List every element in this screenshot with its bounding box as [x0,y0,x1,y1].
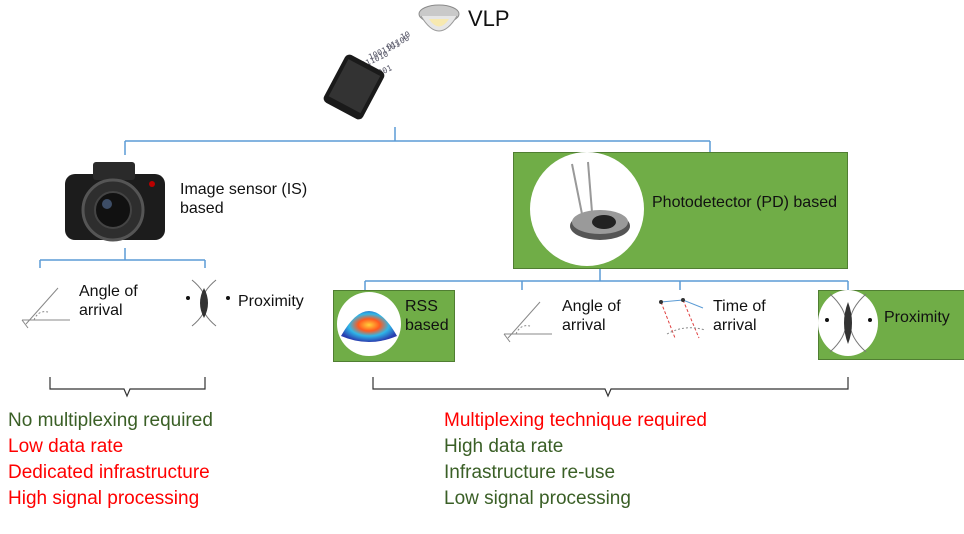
pd-method-aoa-label: Angle of arrival [562,298,621,334]
svg-text:10: 10 [399,30,412,42]
pd-connector [364,268,849,290]
pd-property-item: Infrastructure re-use [444,462,616,483]
photodiode-icon [530,152,645,267]
pd-brace [372,377,849,398]
pd-properties-list: Multiplexing technique required High dat… [444,408,824,512]
is-proximity-diagram-icon [182,278,232,328]
is-property-item: No multiplexing required [8,410,213,431]
is-brace [49,377,206,398]
lamp-icon [415,2,463,42]
is-connector [39,248,206,268]
pd-property-item: High data rate [444,436,564,457]
pd-method-toa-label: Time of arrival [713,298,766,334]
root-label: VLP [468,6,510,31]
is-angle-diagram-icon [18,282,73,332]
pd-branch-label: Photodetector (PD) based [652,194,837,211]
pd-proximity-diagram-icon [818,290,878,356]
rss-surface-icon [337,292,402,357]
root-connector [124,127,711,155]
is-method-aoa-label: Angle of arrival [79,283,138,319]
pd-property-item: Low signal processing [444,488,631,509]
pd-method-rss-label: RSS based [405,298,449,334]
is-property-item: High signal processing [8,488,200,509]
camera-icon [55,152,175,247]
is-method-proximity-label: Proximity [238,293,304,310]
pd-angle-diagram-icon [500,296,555,346]
time-diagram-icon [655,294,710,346]
is-branch-label: Image sensor (IS) based [180,181,308,217]
pd-method-proximity-label: Proximity [884,309,950,326]
pd-property-item: Multiplexing technique required [444,410,707,431]
smartphone-icon [318,52,390,122]
is-property-item: Dedicated infrastructure [8,462,210,483]
is-property-item: Low data rate [8,436,124,457]
is-properties-list: No multiplexing required Low data rate D… [8,408,338,512]
